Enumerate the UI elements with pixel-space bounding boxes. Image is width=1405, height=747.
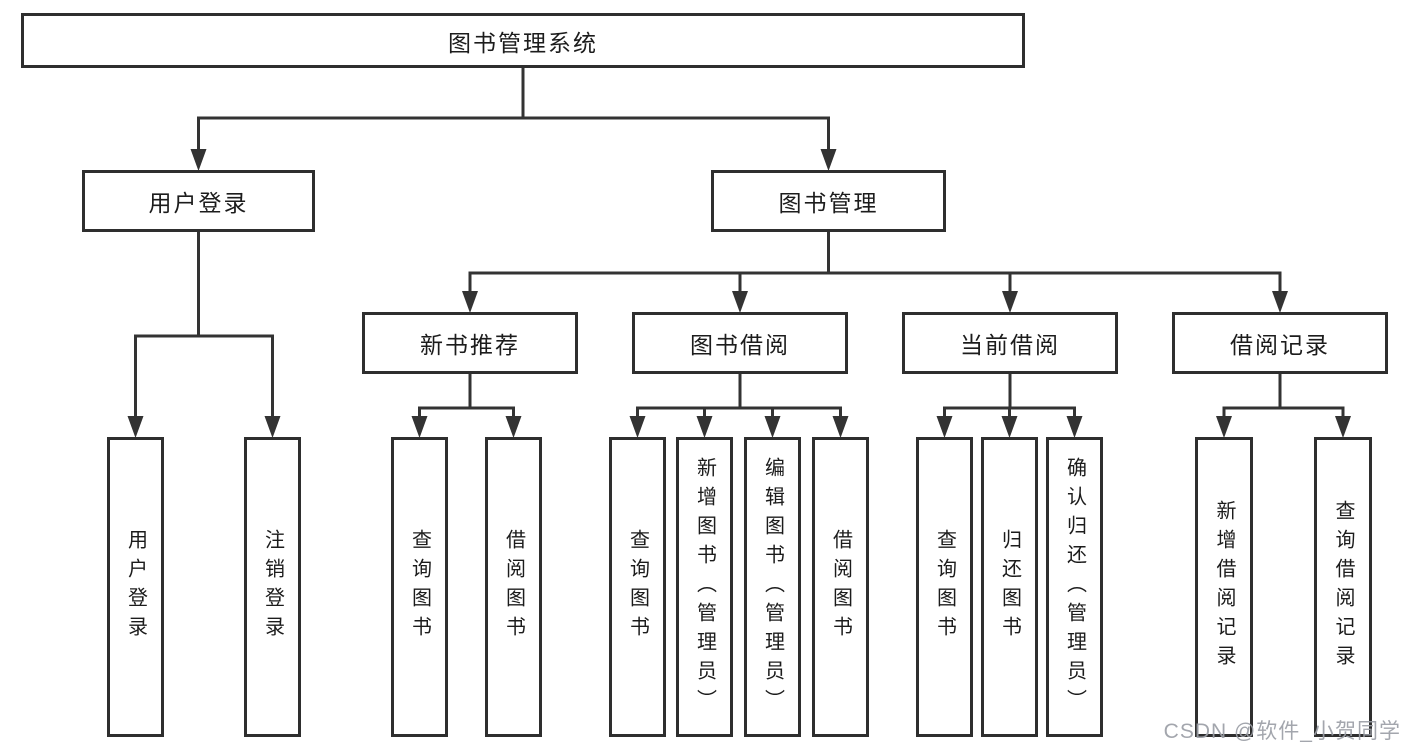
node-label: 查询图书: [408, 529, 431, 645]
node-label: 查询图书: [626, 529, 649, 645]
node-leaf-edit-book: 编辑图书（管理员）: [744, 437, 801, 737]
node-leaf-query-book-1: 查询图书: [391, 437, 448, 737]
arrowhead-user-login: [190, 149, 207, 171]
arrowhead-leaf-query-book-3: [936, 416, 953, 438]
node-leaf-borrow-book-2: 借阅图书: [812, 437, 869, 737]
node-label: 借阅图书: [502, 529, 525, 645]
node-root: 图书管理系统: [21, 13, 1025, 68]
node-leaf-add-book: 新增图书（管理员）: [676, 437, 733, 737]
arrowhead-leaf-borrow-book-1: [505, 416, 522, 438]
node-leaf-borrow-book-1: 借阅图书: [485, 437, 542, 737]
arrowhead-leaf-user-login: [127, 416, 144, 438]
arrowhead-borrow-records: [1272, 291, 1288, 313]
node-leaf-query-book-2: 查询图书: [609, 437, 666, 737]
arrowhead-leaf-query-book-1: [411, 416, 428, 438]
node-book-mgmt: 图书管理: [711, 170, 946, 232]
node-label: 归还图书: [998, 529, 1021, 645]
node-label: 用户登录: [124, 529, 147, 645]
csdn-watermark: CSDN @软件_小贺同学: [1163, 720, 1401, 743]
node-leaf-return-book: 归还图书: [981, 437, 1038, 737]
node-user-login: 用户登录: [82, 170, 315, 232]
node-borrow-records: 借阅记录: [1172, 312, 1388, 374]
node-label: 新增借阅记录: [1213, 500, 1235, 674]
node-leaf-query-book-3: 查询图书: [916, 437, 973, 737]
node-leaf-query-borrow-record: 查询借阅记录: [1314, 437, 1372, 737]
node-label: 借阅图书: [829, 529, 852, 645]
node-label: 查询图书: [933, 529, 956, 645]
node-leaf-logout: 注销登录: [244, 437, 301, 737]
node-label: 确认归还（管理员）: [1063, 456, 1086, 718]
arrowhead-leaf-logout: [264, 416, 281, 438]
node-current-borrow: 当前借阅: [902, 312, 1118, 374]
arrowhead-leaf-query-borrow-record: [1335, 416, 1351, 438]
node-label: 新增图书（管理员）: [693, 456, 716, 718]
node-leaf-user-login: 用户登录: [107, 437, 164, 737]
arrowhead-leaf-return-book: [1001, 416, 1018, 438]
arrowhead-new-book-rec: [462, 291, 478, 313]
node-label: 编辑图书（管理员）: [761, 456, 784, 718]
node-new-book-rec: 新书推荐: [362, 312, 578, 374]
arrowhead-leaf-edit-book: [764, 416, 781, 438]
node-leaf-add-borrow-record: 新增借阅记录: [1195, 437, 1253, 737]
node-book-borrow: 图书借阅: [632, 312, 848, 374]
arrowhead-leaf-confirm-return: [1066, 416, 1083, 438]
node-leaf-confirm-return: 确认归还（管理员）: [1046, 437, 1103, 737]
arrowhead-current-borrow: [1002, 291, 1018, 313]
arrowhead-leaf-add-book: [696, 416, 713, 438]
node-label: 查询借阅记录: [1332, 500, 1354, 674]
arrowhead-book-mgmt: [820, 149, 837, 171]
arrowhead-leaf-add-borrow-record: [1216, 416, 1232, 438]
arrowhead-book-borrow: [732, 291, 748, 313]
arrowhead-leaf-borrow-book-2: [832, 416, 849, 438]
arrowhead-leaf-query-book-2: [629, 416, 646, 438]
node-label: 注销登录: [261, 529, 284, 645]
